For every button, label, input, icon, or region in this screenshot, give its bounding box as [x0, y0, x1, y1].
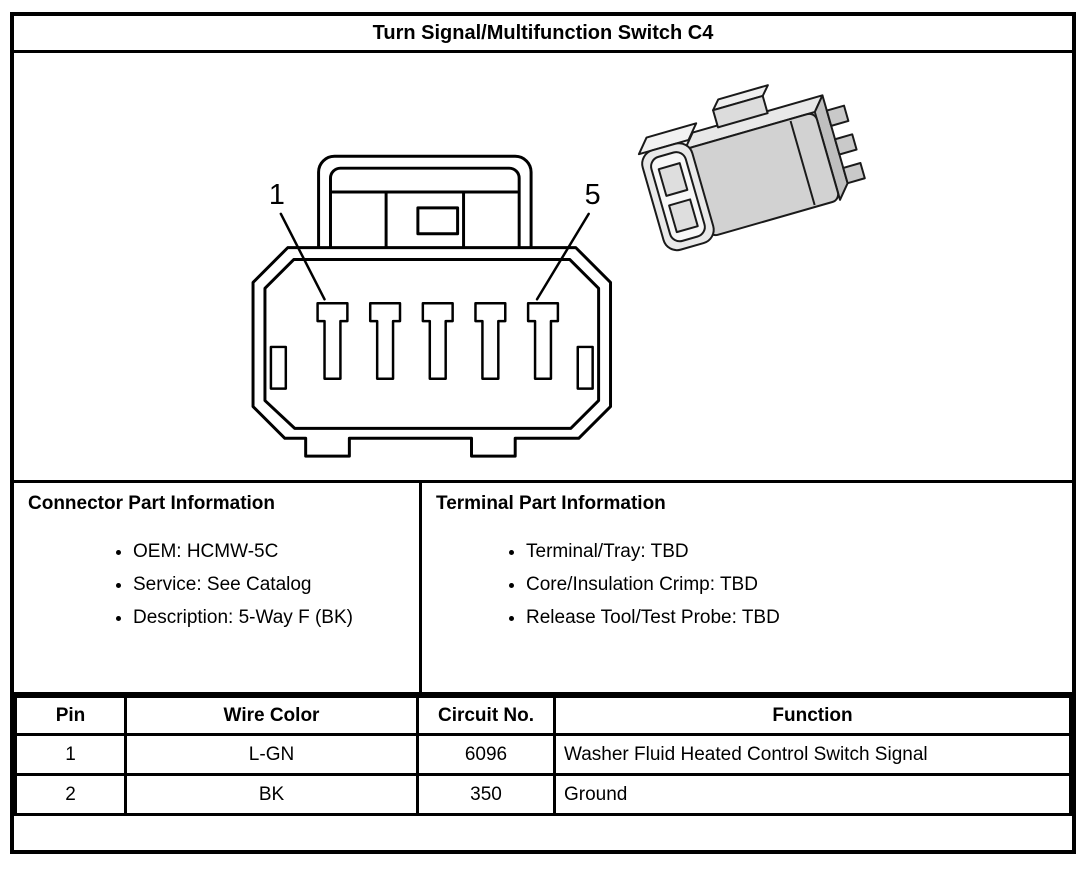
pin-1-leader-line	[279, 212, 326, 301]
circuit-no-cell: 6096	[416, 733, 556, 776]
connector-face-view	[251, 154, 613, 458]
terminal-part-information: Terminal Part Information Terminal/Tray:…	[422, 483, 1072, 692]
part-information-row: Connector Part Information OEM: HCMW-5C …	[14, 483, 1072, 695]
pin-column-header: Pin	[14, 695, 127, 736]
pin-5-leader-line	[535, 212, 590, 301]
pin-table: Pin Wire Color Circuit No. Function 1 L-…	[14, 695, 1072, 816]
connector-info-list: OEM: HCMW-5C Service: See Catalog Descri…	[28, 541, 405, 629]
right-index-slot	[576, 345, 594, 390]
terminal-info-item: Release Tool/Test Probe: TBD	[526, 607, 1058, 629]
connector-iso-view	[637, 84, 866, 252]
wire-color-column-header: Wire Color	[124, 695, 419, 736]
connector-info-sheet: Turn Signal/Multifunction Switch C4	[10, 12, 1076, 854]
function-cell: Washer Fluid Heated Control Switch Signa…	[553, 733, 1072, 776]
terminal-2	[368, 302, 402, 380]
connector-part-information: Connector Part Information OEM: HCMW-5C …	[14, 483, 422, 692]
connector-info-item: Description: 5-Way F (BK)	[133, 607, 405, 629]
iso-rear-tab-2	[834, 133, 858, 156]
connector-diagram: 1 5	[14, 53, 1072, 483]
terminal-5	[526, 302, 560, 380]
connector-info-heading: Connector Part Information	[28, 493, 276, 514]
terminal-info-item: Core/Insulation Crimp: TBD	[526, 574, 1058, 596]
page-title: Turn Signal/Multifunction Switch C4	[14, 16, 1072, 53]
circuit-no-cell: 350	[416, 773, 556, 816]
terminal-info-item: Terminal/Tray: TBD	[526, 541, 1058, 563]
iso-front-slot-1	[657, 162, 689, 197]
terminal-info-list: Terminal/Tray: TBD Core/Insulation Crimp…	[436, 541, 1058, 629]
iso-rear-tab-1	[825, 104, 850, 127]
left-index-slot	[269, 345, 288, 390]
pin-table-row: 1 L-GN 6096 Washer Fluid Heated Control …	[14, 733, 1072, 776]
iso-rear-tab-3	[842, 161, 866, 185]
function-column-header: Function	[553, 695, 1072, 736]
terminal-info-heading: Terminal Part Information	[436, 493, 666, 514]
connector-diagram-svg: 1 5	[251, 84, 866, 458]
pin-table-header-row: Pin Wire Color Circuit No. Function	[14, 695, 1072, 736]
connector-lock-tab	[317, 154, 533, 267]
bottom-strip	[14, 816, 1072, 836]
pin-table-row: 2 BK 350 Ground	[14, 773, 1072, 816]
connector-body-inner-outline	[263, 258, 601, 430]
iso-lock-tab	[712, 94, 769, 129]
pin-cell: 1	[14, 733, 127, 776]
terminal-4	[474, 302, 507, 380]
pin-cell: 2	[14, 773, 127, 816]
circuit-no-column-header: Circuit No.	[416, 695, 556, 736]
connector-info-item: Service: See Catalog	[133, 574, 405, 596]
terminal-1	[316, 302, 349, 380]
wire-color-cell: BK	[124, 773, 419, 816]
pin-1-label: 1	[269, 179, 285, 211]
connector-info-item: OEM: HCMW-5C	[133, 541, 405, 563]
pin-5-label: 5	[585, 179, 601, 211]
wire-color-cell: L-GN	[124, 733, 419, 776]
function-cell: Ground	[553, 773, 1072, 816]
iso-front-slot-2	[668, 198, 699, 234]
terminal-3	[421, 302, 454, 380]
